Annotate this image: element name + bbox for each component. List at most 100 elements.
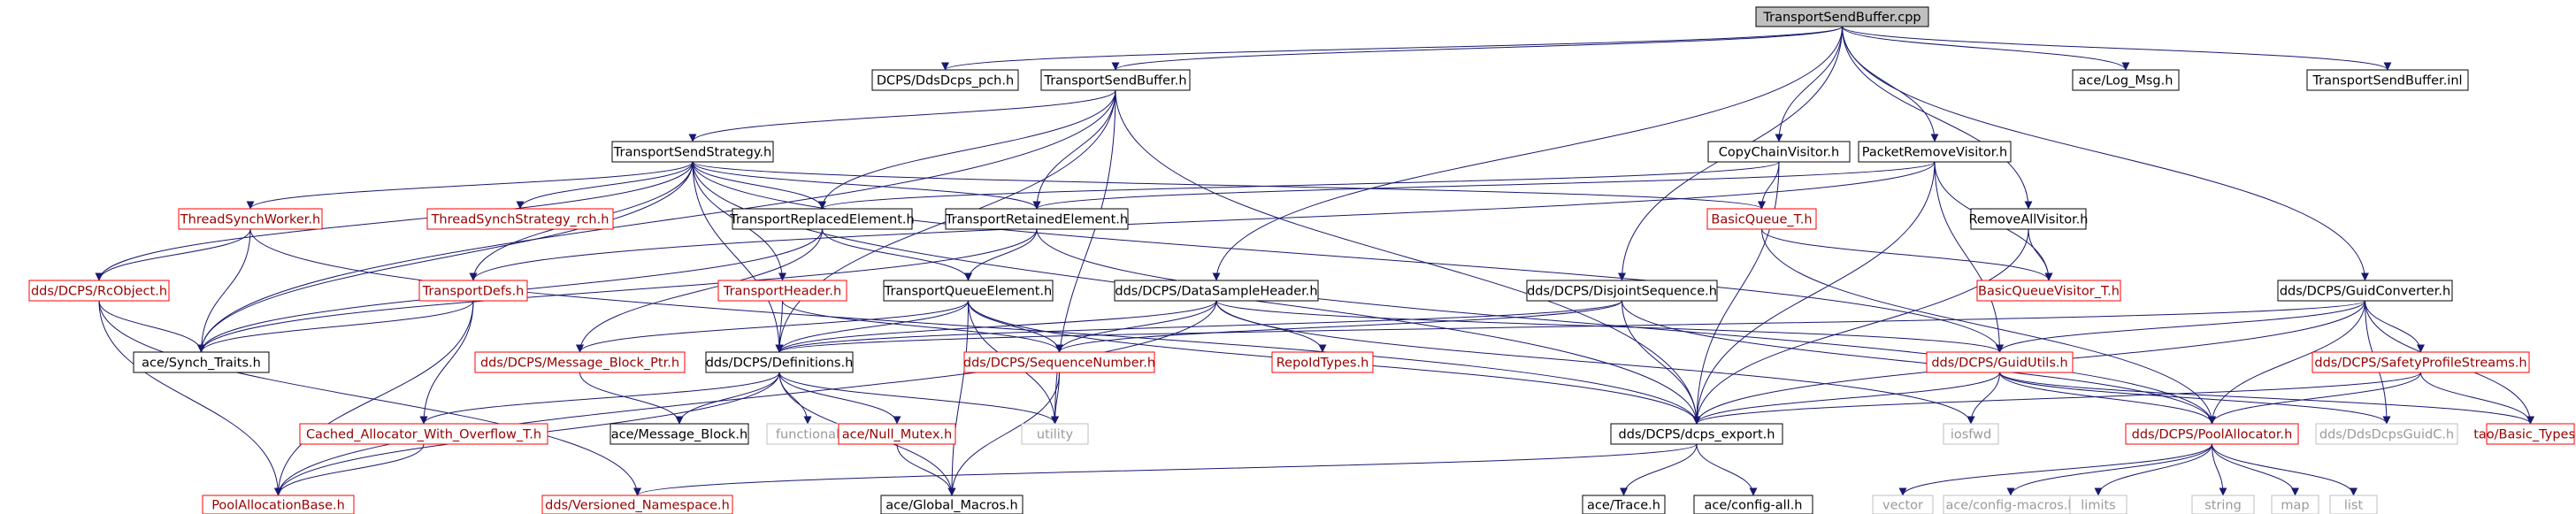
edge-bq-to-bqv xyxy=(1761,228,2053,281)
node-box xyxy=(871,69,1019,91)
node-tss[interactable]: TransportSendStrategy.h xyxy=(611,141,774,163)
node-string[interactable]: string xyxy=(2191,495,2255,514)
node-tqe[interactable]: TransportQueueElement.h xyxy=(883,280,1054,302)
node-pab[interactable]: PoolAllocationBase.h xyxy=(202,495,355,514)
node-bqv[interactable]: BasicQueueVisitor_T.h xyxy=(1976,280,2121,302)
node-rav[interactable]: RemoveAllVisitor.h xyxy=(1968,208,2089,230)
edge-export-to-trace xyxy=(1620,443,1698,496)
node-util[interactable]: utility xyxy=(1021,423,1089,445)
node-list[interactable]: list xyxy=(2329,495,2378,514)
node-label: string xyxy=(2204,499,2242,513)
node-gmac[interactable]: ace/Global_Macros.h xyxy=(880,495,1024,514)
node-label: dds/DCPS/DisjointSequence.h xyxy=(1527,285,1717,299)
node-map[interactable]: map xyxy=(2271,495,2319,514)
node-box xyxy=(1872,495,1934,514)
node-nullm[interactable]: ace/Null_Mutex.h xyxy=(838,423,956,445)
node-label: dds/Versioned_Namespace.h xyxy=(545,499,730,513)
edge-defs-to-nullm xyxy=(778,372,901,425)
nodes-layer: TransportSendBuffer.cppDCPS/DdsDcps_pch.… xyxy=(28,6,2576,514)
node-label: tao/Basic_Types.h xyxy=(2473,428,2576,442)
node-box xyxy=(1943,423,1999,445)
node-label: dds/DCPS/RcObject.h xyxy=(31,285,167,299)
node-tdefs[interactable]: TransportDefs.h xyxy=(418,280,528,302)
node-tsbh[interactable]: TransportSendBuffer.h xyxy=(1040,69,1191,91)
node-defs[interactable]: dds/DCPS/Definitions.h xyxy=(705,351,854,373)
node-trace[interactable]: ace/Trace.h xyxy=(1582,495,1666,514)
node-box xyxy=(2329,495,2378,514)
edge-dis-to-export xyxy=(1622,300,1701,425)
edge-tss-to-defs xyxy=(692,161,784,353)
edge-gconv-to-gutil xyxy=(1996,300,2365,353)
node-repo[interactable]: RepoIdTypes.h xyxy=(1271,351,1374,373)
edge-tret-to-tqe xyxy=(964,228,1038,281)
node-pool[interactable]: dds/DCPS/PoolAllocator.h xyxy=(2125,423,2299,445)
node-export[interactable]: dds/DCPS/dcps_export.h xyxy=(1610,423,1783,445)
node-box xyxy=(541,495,733,514)
node-basict[interactable]: tao/Basic_Types.h xyxy=(2473,423,2576,445)
node-label: ThreadSynchStrategy_rch.h xyxy=(431,213,610,227)
edge-tss-to-gutil xyxy=(692,161,2004,353)
node-box xyxy=(610,423,749,445)
node-cfgmac[interactable]: ace/config-macros.h xyxy=(1943,495,2079,514)
node-logmsg[interactable]: ace/Log_Msg.h xyxy=(2072,69,2180,91)
edge-gutil-to-iosfwd xyxy=(1966,372,2000,425)
node-box xyxy=(1610,423,1783,445)
edge-tsbh-to-synch xyxy=(197,89,1116,353)
node-dsh[interactable]: dds/DCPS/DataSampleHeader.h xyxy=(1114,280,1319,302)
node-label: TransportSendBuffer.h xyxy=(1043,74,1186,88)
node-label: BasicQueue_T.h xyxy=(1711,213,1812,227)
node-thdr[interactable]: TransportHeader.h xyxy=(717,280,847,302)
node-dis[interactable]: dds/DCPS/DisjointSequence.h xyxy=(1526,280,1718,302)
edge-tsw-to-export xyxy=(249,228,1701,425)
node-box xyxy=(202,495,355,514)
edge-rav-to-export xyxy=(1692,228,2029,425)
node-limits[interactable]: limits xyxy=(2069,495,2128,514)
node-box xyxy=(299,423,548,445)
node-guidc[interactable]: dds/DdsDcpsGuidC.h xyxy=(2315,423,2458,445)
node-rco[interactable]: dds/DCPS/RcObject.h xyxy=(28,280,170,302)
node-ccv[interactable]: CopyChainVisitor.h xyxy=(1707,141,1851,163)
node-gconv[interactable]: dds/DCPS/GuidConverter.h xyxy=(2277,280,2453,302)
edge-root-to-prv xyxy=(1842,26,1939,142)
node-tret[interactable]: TransportRetainedElement.h xyxy=(945,208,1129,230)
edge-rco-to-vns xyxy=(98,300,641,496)
edge-dis-to-defs xyxy=(775,300,1622,353)
node-tsw[interactable]: ThreadSynchWorker.h xyxy=(178,208,323,230)
node-bq[interactable]: BasicQueue_T.h xyxy=(1706,208,1817,230)
node-iosfwd[interactable]: iosfwd xyxy=(1943,423,1999,445)
node-box xyxy=(133,351,270,373)
node-vns[interactable]: dds/Versioned_Namespace.h xyxy=(541,495,733,514)
node-cfgall[interactable]: ace/config-all.h xyxy=(1693,495,1813,514)
edge-tsw-to-rco xyxy=(95,228,251,281)
node-root[interactable]: TransportSendBuffer.cpp xyxy=(1755,6,1929,27)
node-mbp[interactable]: dds/DCPS/Message_Block_Ptr.h xyxy=(474,351,686,373)
node-tssr[interactable]: ThreadSynchStrategy_rch.h xyxy=(426,208,614,230)
node-func[interactable]: functional xyxy=(766,423,849,445)
node-sps[interactable]: dds/DCPS/SafetyProfileStreams.h xyxy=(2312,351,2530,373)
edge-tdefs-to-pab xyxy=(274,300,474,496)
node-box xyxy=(1021,423,1089,445)
edge-prv-to-export xyxy=(1692,161,1936,425)
node-label: dds/DCPS/SafetyProfileStreams.h xyxy=(2314,357,2526,371)
node-vector[interactable]: vector xyxy=(1872,495,1934,514)
node-gutil[interactable]: dds/DCPS/GuidUtils.h xyxy=(1926,351,2074,373)
node-seqn[interactable]: dds/DCPS/SequenceNumber.h xyxy=(963,351,1155,373)
node-cawo[interactable]: Cached_Allocator_With_Overflow_T.h xyxy=(299,423,548,445)
node-prv[interactable]: PacketRemoveVisitor.h xyxy=(1858,141,2012,163)
edge-defs-to-acemb xyxy=(675,372,780,425)
edge-seqn-to-gmac xyxy=(947,372,1060,496)
edge-pool-to-string xyxy=(2212,443,2227,496)
node-label: TransportReplacedElement.h xyxy=(729,213,914,227)
node-tsbinl[interactable]: TransportSendBuffer.inl xyxy=(2306,69,2469,91)
node-pch[interactable]: DCPS/DdsDcps_pch.h xyxy=(871,69,1019,91)
edge-gutil-to-guidc xyxy=(1999,372,2391,425)
node-synch[interactable]: ace/Synch_Traits.h xyxy=(133,351,270,373)
node-label: TransportRetainedElement.h xyxy=(945,213,1128,227)
edge-defs-to-util xyxy=(778,372,1059,425)
node-label: ace/config-all.h xyxy=(1704,499,1802,513)
node-acemb[interactable]: ace/Message_Block.h xyxy=(610,423,749,445)
edge-gutil-to-export xyxy=(1692,372,2000,425)
node-label: DCPS/DdsDcps_pch.h xyxy=(877,74,1014,88)
node-tre[interactable]: TransportReplacedElement.h xyxy=(729,208,915,230)
edge-tss-to-tsw xyxy=(246,161,694,210)
